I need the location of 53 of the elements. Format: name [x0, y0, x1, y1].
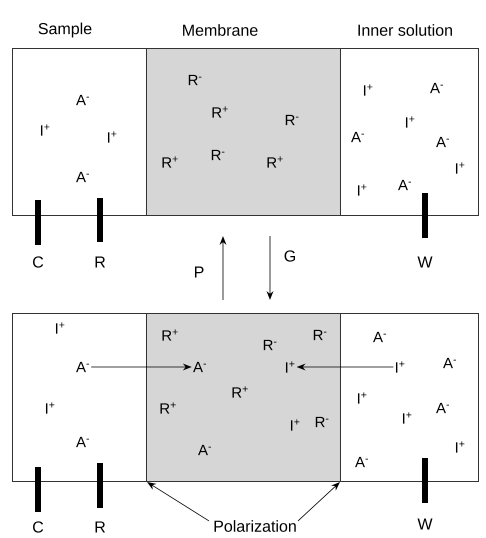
ion-label: I$^{+}$	[290, 419, 300, 431]
ion-label: A$^{-}$	[76, 362, 90, 372]
ion-label: R$^{+}$	[232, 386, 248, 398]
ion-label: I$^{+}$	[402, 412, 412, 424]
ion-label: R$^{+}$	[162, 156, 178, 168]
ion-label: I$^{+}$	[46, 402, 54, 414]
column-heading: Membrane	[183, 24, 258, 36]
ion-label: R$^{-}$	[264, 340, 276, 350]
electrode-label: R	[96, 522, 106, 532]
ion-label: I$^{+}$	[286, 361, 294, 373]
ion-label: R$^{+}$	[160, 402, 176, 414]
ion-label: I$^{+}$	[358, 184, 366, 196]
ion-label: R$^{-}$	[316, 416, 328, 428]
ion-label: R$^{+}$	[268, 156, 283, 168]
ion-label: A$^{-}$	[355, 456, 368, 468]
ion-label: A$^{-}$	[76, 172, 90, 182]
ion-label: R$^{-}$	[188, 74, 202, 86]
ion-label: I$^{+}$	[56, 322, 64, 334]
polarization-label: Polarization	[214, 520, 296, 532]
electrode-label: W	[418, 256, 432, 268]
edge-label: G	[284, 250, 296, 262]
ion-label: I$^{+}$	[358, 392, 366, 404]
column-heading: Inner solution	[358, 24, 452, 36]
ion-label: R$^{+}$	[212, 106, 228, 118]
ion-label: I$^{+}$	[456, 162, 464, 174]
ion-label: A$^{-}$	[193, 362, 206, 372]
ion-label: R$^{-}$	[314, 330, 326, 340]
electrode-label: W	[418, 518, 432, 530]
ion-label: I$^{+}$	[40, 124, 50, 136]
ion-label: A$^{-}$	[198, 444, 212, 456]
ion-label: A$^{-}$	[351, 132, 364, 142]
ion-label: A$^{-}$	[436, 136, 450, 148]
ion-label: A$^{-}$	[443, 358, 456, 368]
ion-label: R$^{+}$	[162, 329, 178, 341]
ion-label: I$^{+}$	[456, 441, 464, 453]
ion-label: I$^{+}$	[396, 361, 404, 373]
edge-label: P	[194, 266, 204, 278]
ion-label: A$^{-}$	[398, 180, 412, 190]
leader-arrow	[298, 482, 340, 522]
column-heading: Sample	[38, 22, 92, 38]
ion-label: A$^{-}$	[430, 82, 444, 94]
ion-label: A$^{-}$	[76, 94, 90, 106]
ion-label: I$^{+}$	[364, 84, 372, 96]
ion-label: A$^{-}$	[436, 402, 450, 414]
ion-label: R$^{-}$	[286, 114, 298, 126]
ion-label: R$^{-}$	[212, 150, 224, 160]
electrode-label: R	[96, 256, 106, 268]
ion-label: A$^{-}$	[76, 436, 90, 448]
ion-label: A$^{-}$	[373, 332, 386, 342]
ion-label: I$^{+}$	[108, 131, 116, 143]
electrode-label: C	[33, 256, 44, 268]
electrode-label: C	[33, 521, 44, 533]
ion-label: I$^{+}$	[406, 116, 414, 128]
